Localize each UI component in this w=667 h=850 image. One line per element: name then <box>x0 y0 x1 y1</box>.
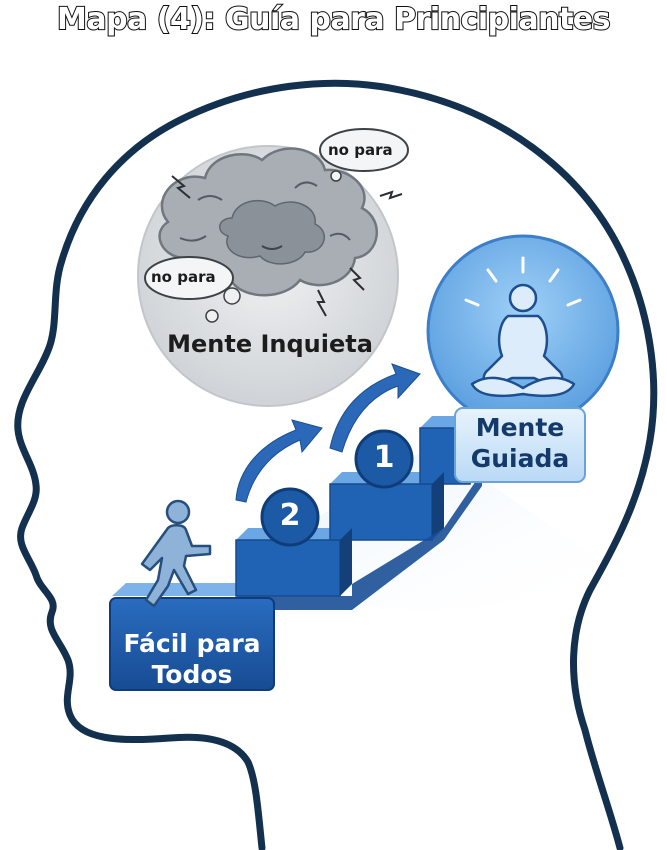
speech-bubble-top <box>319 128 409 172</box>
easy-label-line2: Todos <box>151 660 233 689</box>
speech-bubble-top-text: no para <box>328 141 393 159</box>
step-circle-1 <box>354 429 414 489</box>
restless-mind-cloud <box>137 128 409 407</box>
easy-label-line1: Fácil para <box>123 629 261 658</box>
guided-mind <box>426 234 620 428</box>
step-number-2: 2 <box>279 498 301 533</box>
progress-arrows <box>235 363 421 503</box>
meditating-person-icon <box>470 283 576 398</box>
guided-label-box <box>454 407 586 483</box>
guided-mind-label: Mente Guiada <box>460 412 580 474</box>
restless-mind-label: Mente Inquieta <box>167 330 373 358</box>
walking-person-icon <box>140 499 212 608</box>
easy-for-all-label: Fácil para Todos <box>110 628 274 690</box>
step-number-1: 1 <box>373 440 395 475</box>
easy-label-box <box>109 597 275 691</box>
step-circle-2 <box>260 487 320 547</box>
speech-bubble-bottom <box>144 256 234 300</box>
stairs <box>112 416 482 610</box>
head-outline <box>14 79 658 850</box>
guided-mind-label-line2: Guiada <box>470 444 570 473</box>
speech-bubble-bottom-text: no para <box>151 268 216 286</box>
page-title: Mapa (4): Guía para Principiantes <box>56 1 612 38</box>
guided-mind-label-line1: Mente <box>475 413 565 442</box>
